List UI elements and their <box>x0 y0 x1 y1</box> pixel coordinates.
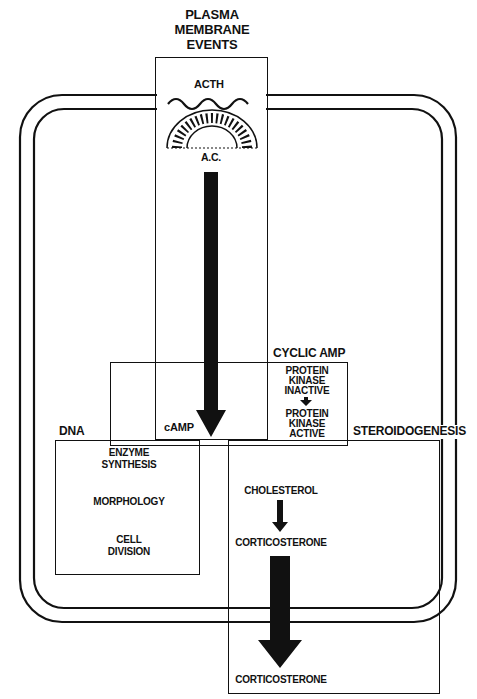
camp-arrow <box>196 172 226 437</box>
secretion-arrow <box>258 556 302 668</box>
box-heading: DNA <box>59 425 99 439</box>
acth-molecule <box>168 99 248 109</box>
box-heading: CYCLIC AMP <box>273 347 349 361</box>
cell-membrane-outer <box>20 95 456 622</box>
box-text: CORTICOSTERONE <box>231 674 331 686</box>
box-text: CHOLESTEROL <box>231 485 331 497</box>
box-text: cAMP <box>159 421 199 434</box>
box-text: PROTEIN KINASE INACTIVE <box>273 366 341 396</box>
bilayer-inner <box>187 126 237 148</box>
box-text: PROTEIN KINASE ACTIVE <box>273 409 341 439</box>
bilayer-base <box>167 147 257 148</box>
cell-membrane-inner <box>34 109 442 608</box>
bilayer-lipids <box>177 118 247 148</box>
cholesterol-arrow <box>272 500 288 532</box>
box-text: MORPHOLOGY <box>71 496 187 508</box>
dna-box: DNAENZYME SYNTHESISMORPHOLOGYCELL DIVISI… <box>55 440 200 575</box>
box-text: CELL DIVISION <box>98 534 160 558</box>
box-text: ACTH <box>184 78 234 91</box>
cyclic-amp-box: CYCLIC AMPPROTEIN KINASE INACTIVEPROTEIN… <box>110 362 348 446</box>
box-text: ENZYME SYNTHESIS <box>91 447 167 471</box>
box-heading: STEROIDOGENESIS <box>353 425 469 439</box>
box-text: CORTICOSTERONE <box>231 537 331 549</box>
membrane-box: PLASMA MEMBRANE EVENTSACTHA.C.cAMP <box>155 57 268 440</box>
bilayer-outer <box>167 110 257 148</box>
box-text: A.C. <box>191 151 231 163</box>
kinase-arrow <box>300 397 312 406</box>
box-heading: PLASMA MEMBRANE EVENTS <box>162 7 262 52</box>
steroidogenesis-box: STEROIDOGENESISCHOLESTEROLCORTICOSTERONE… <box>228 440 440 694</box>
